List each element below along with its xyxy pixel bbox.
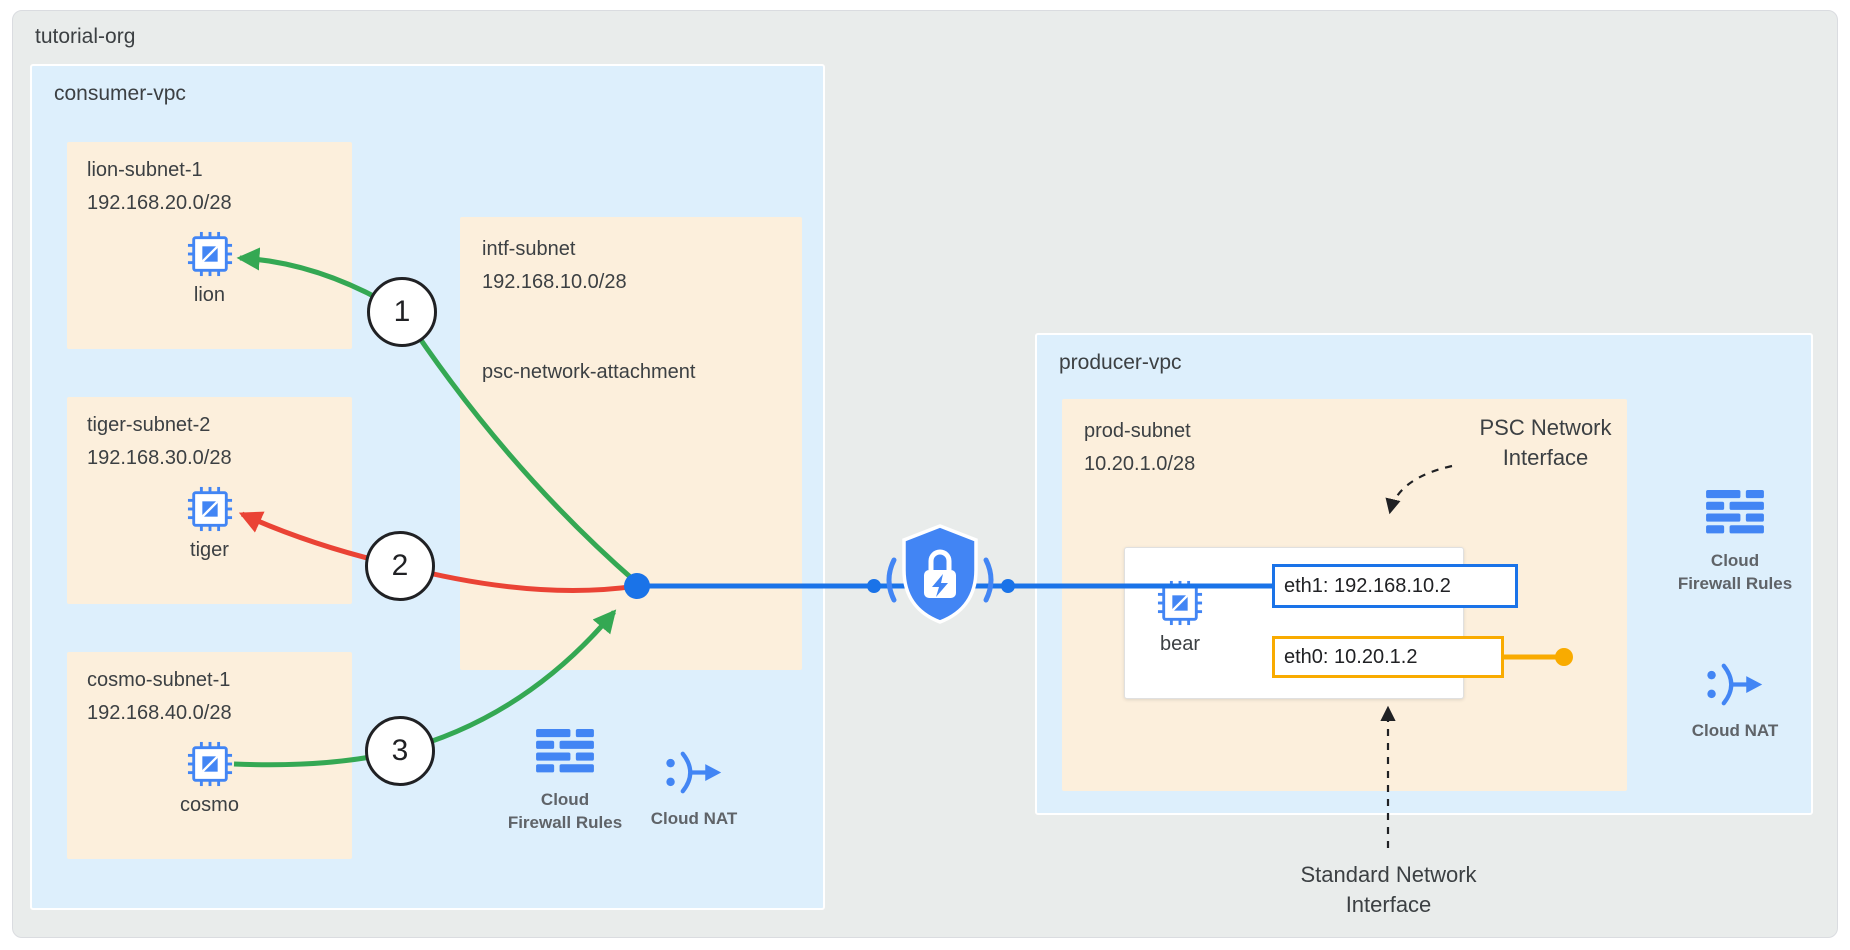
consumer-vpc-label: consumer-vpc bbox=[54, 82, 186, 105]
subnet-name: intf-subnet bbox=[482, 238, 576, 260]
step-3-badge: 3 bbox=[365, 716, 435, 786]
vm-label: lion bbox=[193, 284, 226, 306]
psc-network-interface-annotation: PSC Network Interface bbox=[1479, 415, 1612, 470]
vm-tiger: tiger bbox=[87, 486, 332, 562]
subnet-name: prod-subnet bbox=[1084, 420, 1191, 442]
subnet-intf: intf-subnet 192.168.10.0/28 psc-network-… bbox=[460, 217, 802, 670]
consumer-vpc-box: consumer-vpc lion-subnet-1 192.168.20.0/… bbox=[30, 64, 825, 910]
subnet-name: lion-subnet-1 bbox=[87, 159, 203, 181]
consumer-nat-block: Cloud NAT bbox=[624, 750, 764, 831]
subnet-tiger: tiger-subnet-2 192.168.30.0/28 tiger bbox=[67, 397, 352, 604]
vm-icon bbox=[187, 741, 232, 787]
cloud-firewall-rules-icon bbox=[536, 729, 594, 773]
cloud-nat-icon bbox=[1707, 663, 1763, 706]
vm-icon bbox=[1157, 580, 1203, 626]
vm-cosmo: cosmo bbox=[87, 741, 332, 817]
vm-label: cosmo bbox=[180, 794, 239, 816]
psc-network-attachment-label: psc-network-attachment bbox=[482, 361, 696, 383]
eth0-interface-box: eth0: 10.20.1.2 bbox=[1272, 636, 1504, 678]
consumer-nat-label: Cloud NAT bbox=[650, 809, 738, 828]
standard-network-interface-annotation: Standard Network Interface bbox=[1300, 862, 1477, 917]
vm-label: tiger bbox=[190, 539, 229, 561]
org-label: tutorial-org bbox=[35, 25, 136, 48]
vm-lion: lion bbox=[87, 231, 332, 307]
consumer-firewall-label: Cloud Firewall Rules bbox=[507, 790, 623, 832]
eth1-interface-box: eth1: 192.168.10.2 bbox=[1272, 564, 1518, 608]
step-2-badge: 2 bbox=[365, 531, 435, 601]
vm-icon bbox=[187, 486, 232, 532]
subnet-lion: lion-subnet-1 192.168.20.0/28 lion bbox=[67, 142, 352, 349]
subnet-cosmo: cosmo-subnet-1 192.168.40.0/28 cosmo bbox=[67, 652, 352, 859]
vm-bear: bear bbox=[1145, 580, 1215, 656]
subnet-cidr: 192.168.30.0/28 bbox=[87, 447, 232, 469]
subnet-name: cosmo-subnet-1 bbox=[87, 669, 231, 691]
subnet-name: tiger-subnet-2 bbox=[87, 414, 211, 436]
subnet-cidr: 192.168.40.0/28 bbox=[87, 702, 232, 724]
consumer-firewall-block: Cloud Firewall Rules bbox=[495, 729, 635, 835]
step-1-badge: 1 bbox=[367, 277, 437, 347]
cloud-nat-icon bbox=[666, 751, 722, 794]
vm-icon bbox=[187, 231, 232, 277]
subnet-cidr: 192.168.10.0/28 bbox=[482, 271, 627, 293]
producer-vpc-label: producer-vpc bbox=[1059, 351, 1182, 374]
psc-shield-lock-icon bbox=[886, 524, 994, 624]
producer-firewall-block: Cloud Firewall Rules bbox=[1665, 490, 1805, 596]
producer-nat-block: Cloud NAT bbox=[1665, 662, 1805, 743]
vm-label: bear bbox=[1159, 633, 1201, 655]
producer-nat-label: Cloud NAT bbox=[1691, 721, 1779, 740]
subnet-cidr: 10.20.1.0/28 bbox=[1084, 453, 1196, 475]
cloud-firewall-rules-icon bbox=[1706, 490, 1764, 534]
producer-firewall-label: Cloud Firewall Rules bbox=[1677, 551, 1793, 593]
subnet-cidr: 192.168.20.0/28 bbox=[87, 192, 232, 214]
